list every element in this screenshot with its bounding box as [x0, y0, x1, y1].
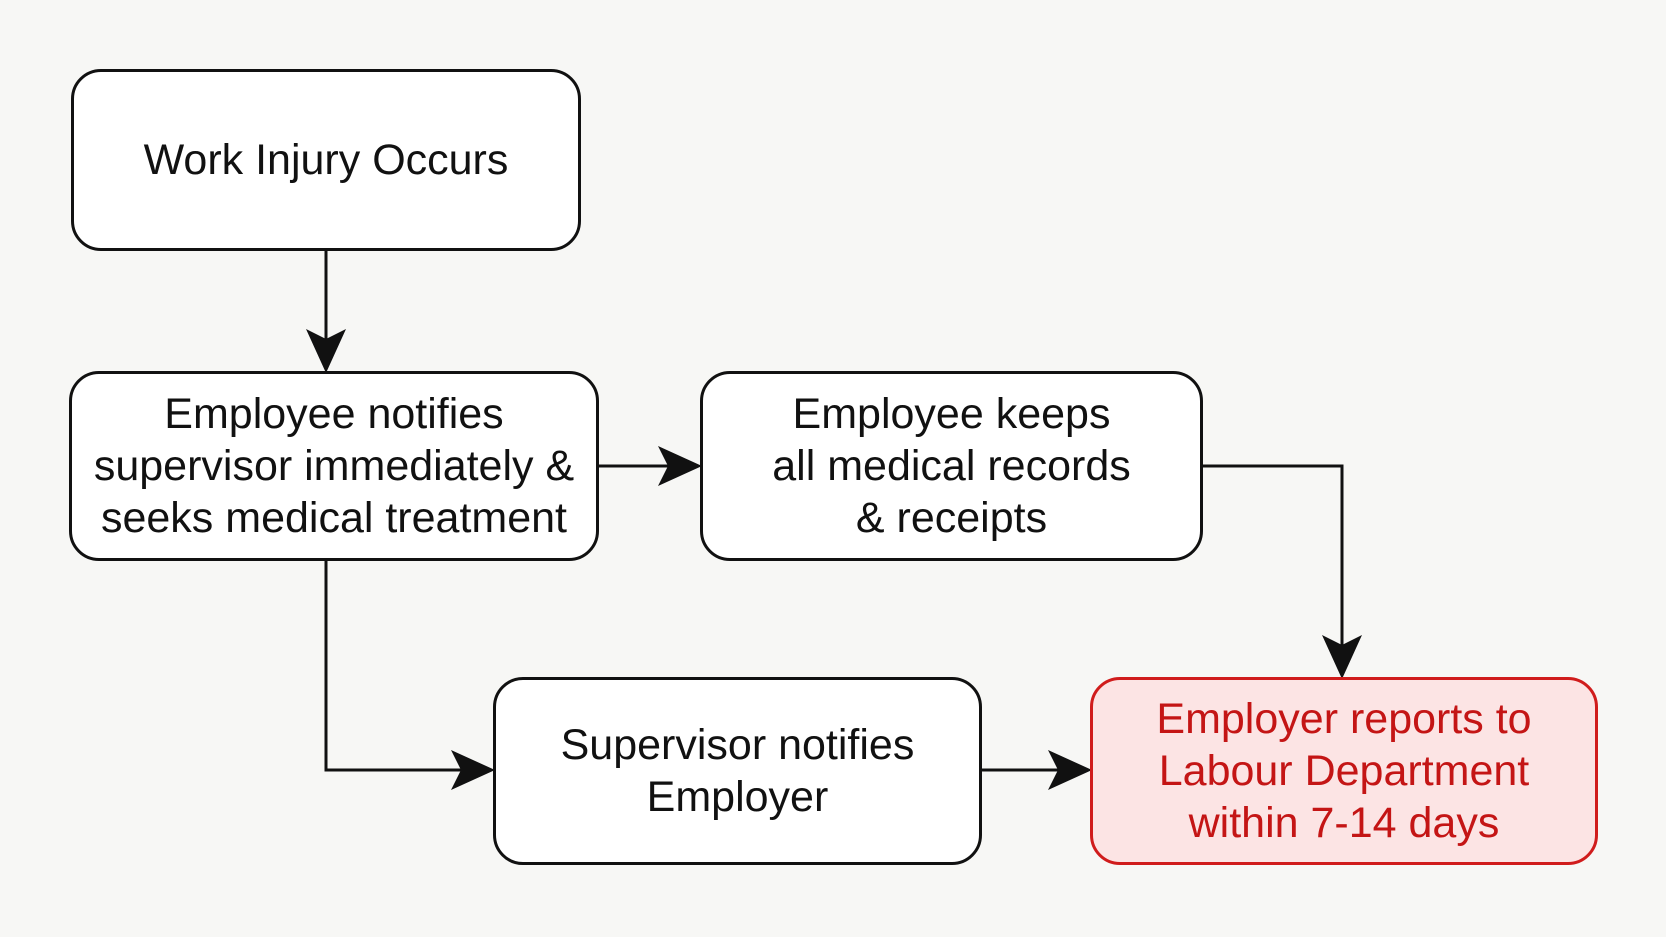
node-label: Work Injury Occurs: [143, 136, 509, 184]
node-label: Supervisor notifies Employer: [560, 721, 915, 821]
node-supervisor-notifies-employer: Supervisor notifies Employer: [493, 677, 982, 865]
node-employee-keeps-records: Employee keeps all medical records & rec…: [700, 371, 1203, 561]
node-label: Employer reports to Labour Department wi…: [1156, 695, 1532, 847]
node-label: Employee notifies supervisor immediately…: [93, 390, 575, 542]
node-employer-reports-labour-department: Employer reports to Labour Department wi…: [1090, 677, 1598, 865]
node-employee-notifies-supervisor: Employee notifies supervisor immediately…: [69, 371, 599, 561]
node-work-injury-occurs: Work Injury Occurs: [71, 69, 581, 251]
node-label: Employee keeps all medical records & rec…: [772, 390, 1131, 542]
edge-notify-to-supervisor: [324, 561, 495, 790]
edge-records-to-employer: [1203, 464, 1362, 679]
